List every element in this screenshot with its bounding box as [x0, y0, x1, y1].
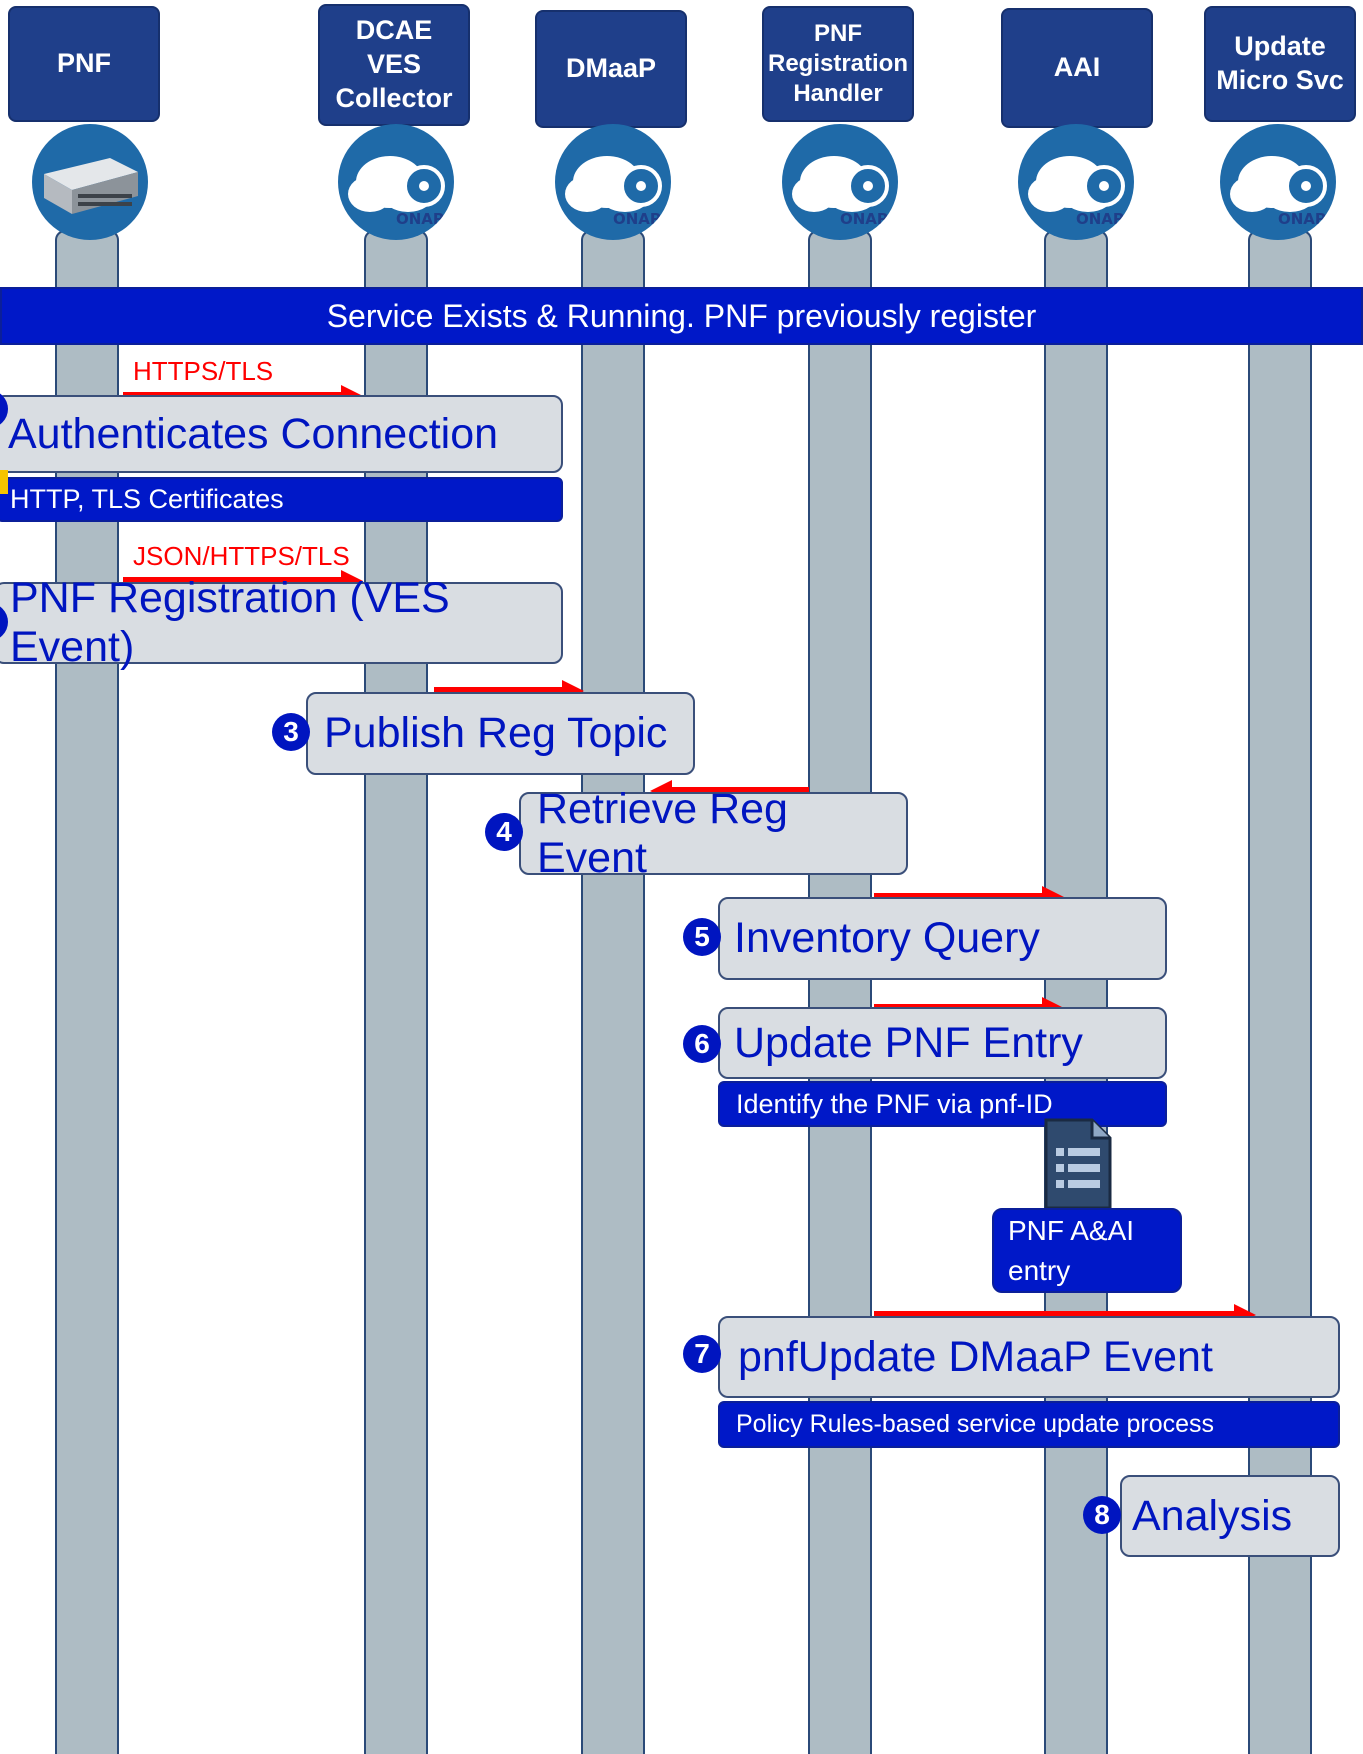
note-tls-certificates: HTTP, TLS Certificates	[0, 477, 563, 522]
step-label: Update PNF Entry	[734, 1018, 1083, 1067]
step-number-badge: 3	[272, 713, 310, 751]
actor-aai: AAI	[1001, 8, 1153, 128]
onap-logo-text: ONAP	[1076, 210, 1124, 228]
step-label: Retrieve Reg Event	[537, 784, 788, 882]
actor-pnf: PNF	[8, 6, 160, 122]
actor-dmaap: DMaaP	[535, 10, 687, 128]
step-number-badge-partial	[0, 603, 8, 641]
step-number-badge-partial	[0, 390, 8, 428]
onap-logo-text: ONAP	[840, 210, 888, 228]
step-pnfupdate-dmaap-event: pnfUpdate DMaaP Event	[718, 1316, 1340, 1398]
step-number-badge: 4	[485, 813, 523, 851]
onap-cloud-icon: ONAP	[782, 124, 898, 240]
note-aai-entry: PNF A&AI entry	[992, 1208, 1182, 1293]
step-label: Analysis	[1132, 1491, 1293, 1540]
step-label: Inventory Query	[734, 914, 1040, 962]
onap-logo-text: ONAP	[613, 210, 661, 228]
step-label: Authenticates Connection	[8, 409, 499, 458]
step-label: Publish Reg Topic	[324, 709, 668, 757]
lifeline-dmaap	[581, 230, 645, 1754]
step-number-badge: 8	[1083, 1496, 1121, 1534]
onap-logo-text: ONAP	[396, 210, 444, 228]
step-number-badge: 5	[683, 918, 721, 956]
step-authenticates-connection: Authenticates Connection	[0, 395, 563, 473]
step-update-pnf-entry: Update PNF Entry	[718, 1007, 1167, 1079]
onap-cloud-icon: ONAP	[1220, 124, 1336, 240]
protocol-label-step1: HTTPS/TLS	[133, 356, 274, 386]
step-pnf-registration: PNF Registration (VES Event)	[0, 574, 563, 671]
step-label: PNF Registration (VES Event)	[10, 574, 450, 671]
step-retrieve-reg-event: Retrieve Reg Event	[519, 785, 908, 882]
step-label: pnfUpdate DMaaP Event	[738, 1332, 1213, 1381]
protocol-label-step2: JSON/HTTPS/TLS	[133, 541, 350, 571]
actor-ves-collector: DCAE VES Collector	[318, 4, 470, 126]
actor-registration-handler: PNF Registration Handler	[762, 6, 914, 122]
lifeline-registration-handler	[808, 230, 872, 1754]
onap-cloud-icon: ONAP	[555, 124, 671, 240]
step-analysis: Analysis	[1120, 1475, 1340, 1557]
server-icon	[32, 124, 148, 240]
onap-cloud-icon: ONAP	[1018, 124, 1134, 240]
status-banner: Service Exists & Running. PNF previously…	[0, 287, 1363, 345]
onap-cloud-icon: ONAP	[338, 124, 454, 240]
marker-icon	[0, 470, 8, 494]
step-inventory-query: Inventory Query	[718, 897, 1167, 980]
step-number-badge: 7	[683, 1335, 721, 1373]
step-number-badge: 6	[683, 1025, 721, 1063]
onap-logo-text: ONAP	[1278, 210, 1326, 228]
document-icon	[1042, 1118, 1114, 1210]
step-publish-reg-topic: Publish Reg Topic	[306, 692, 695, 775]
note-policy-rules: Policy Rules-based service update proces…	[718, 1401, 1340, 1448]
actor-update-micro-svc: Update Micro Svc	[1204, 6, 1356, 122]
